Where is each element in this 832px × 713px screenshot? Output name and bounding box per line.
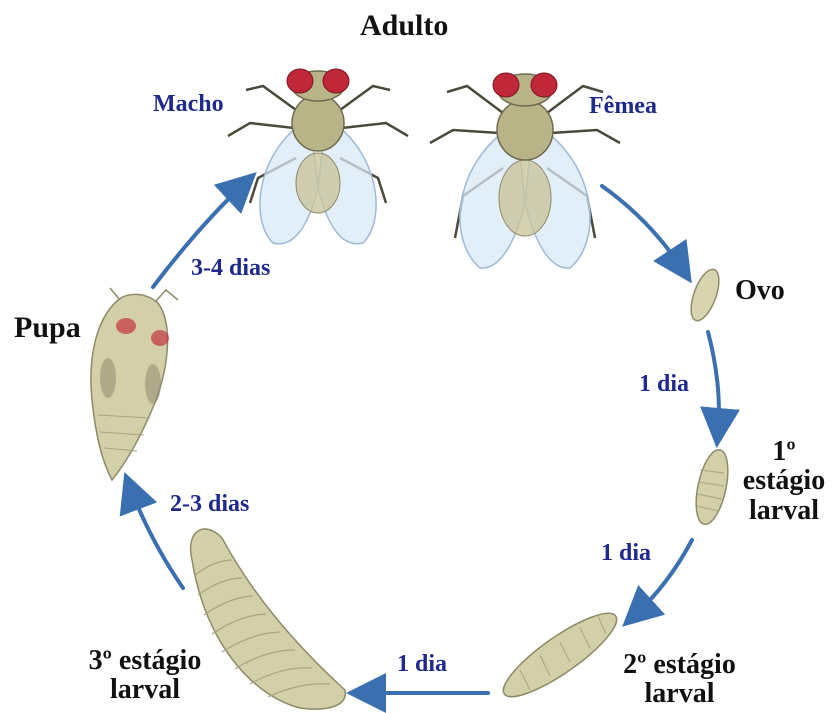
label-larva3: 3º estágio larval — [75, 646, 215, 705]
duration-larva2-to-larva3: 1 dia — [397, 652, 447, 677]
duration-pupa-to-adult: 3-4 dias — [191, 256, 270, 281]
label-larva1-line3: larval — [738, 496, 830, 525]
label-larva3-line1: 3º estágio — [75, 646, 215, 675]
label-female: Fêmea — [589, 94, 657, 119]
label-pupa: Pupa — [14, 312, 81, 344]
arrow-female-to-egg — [602, 186, 683, 270]
label-egg: Ovo — [735, 276, 785, 305]
label-larva1-line1: 1º — [738, 437, 830, 466]
pupa-illustration — [91, 288, 178, 480]
duration-larva3-to-pupa: 2-3 dias — [170, 492, 249, 517]
label-larva3-line2: larval — [75, 675, 215, 704]
larva2-illustration — [494, 601, 626, 708]
label-larva1: 1º estágio larval — [738, 437, 830, 525]
label-larva1-line2: estágio — [738, 466, 830, 495]
duration-egg-to-larva1: 1 dia — [639, 372, 689, 397]
label-larva2-line2: larval — [612, 679, 747, 708]
male-fly-illustration — [228, 69, 408, 244]
label-male: Macho — [153, 92, 224, 117]
label-larva2-line1: 2º estágio — [612, 650, 747, 679]
larva1-illustration — [690, 447, 733, 527]
label-larva2: 2º estágio larval — [612, 650, 747, 709]
arrow-egg-to-larva1 — [708, 332, 719, 432]
duration-larva1-to-larva2: 1 dia — [601, 541, 651, 566]
egg-illustration — [685, 266, 724, 324]
diagram-title: Adulto — [360, 10, 448, 42]
